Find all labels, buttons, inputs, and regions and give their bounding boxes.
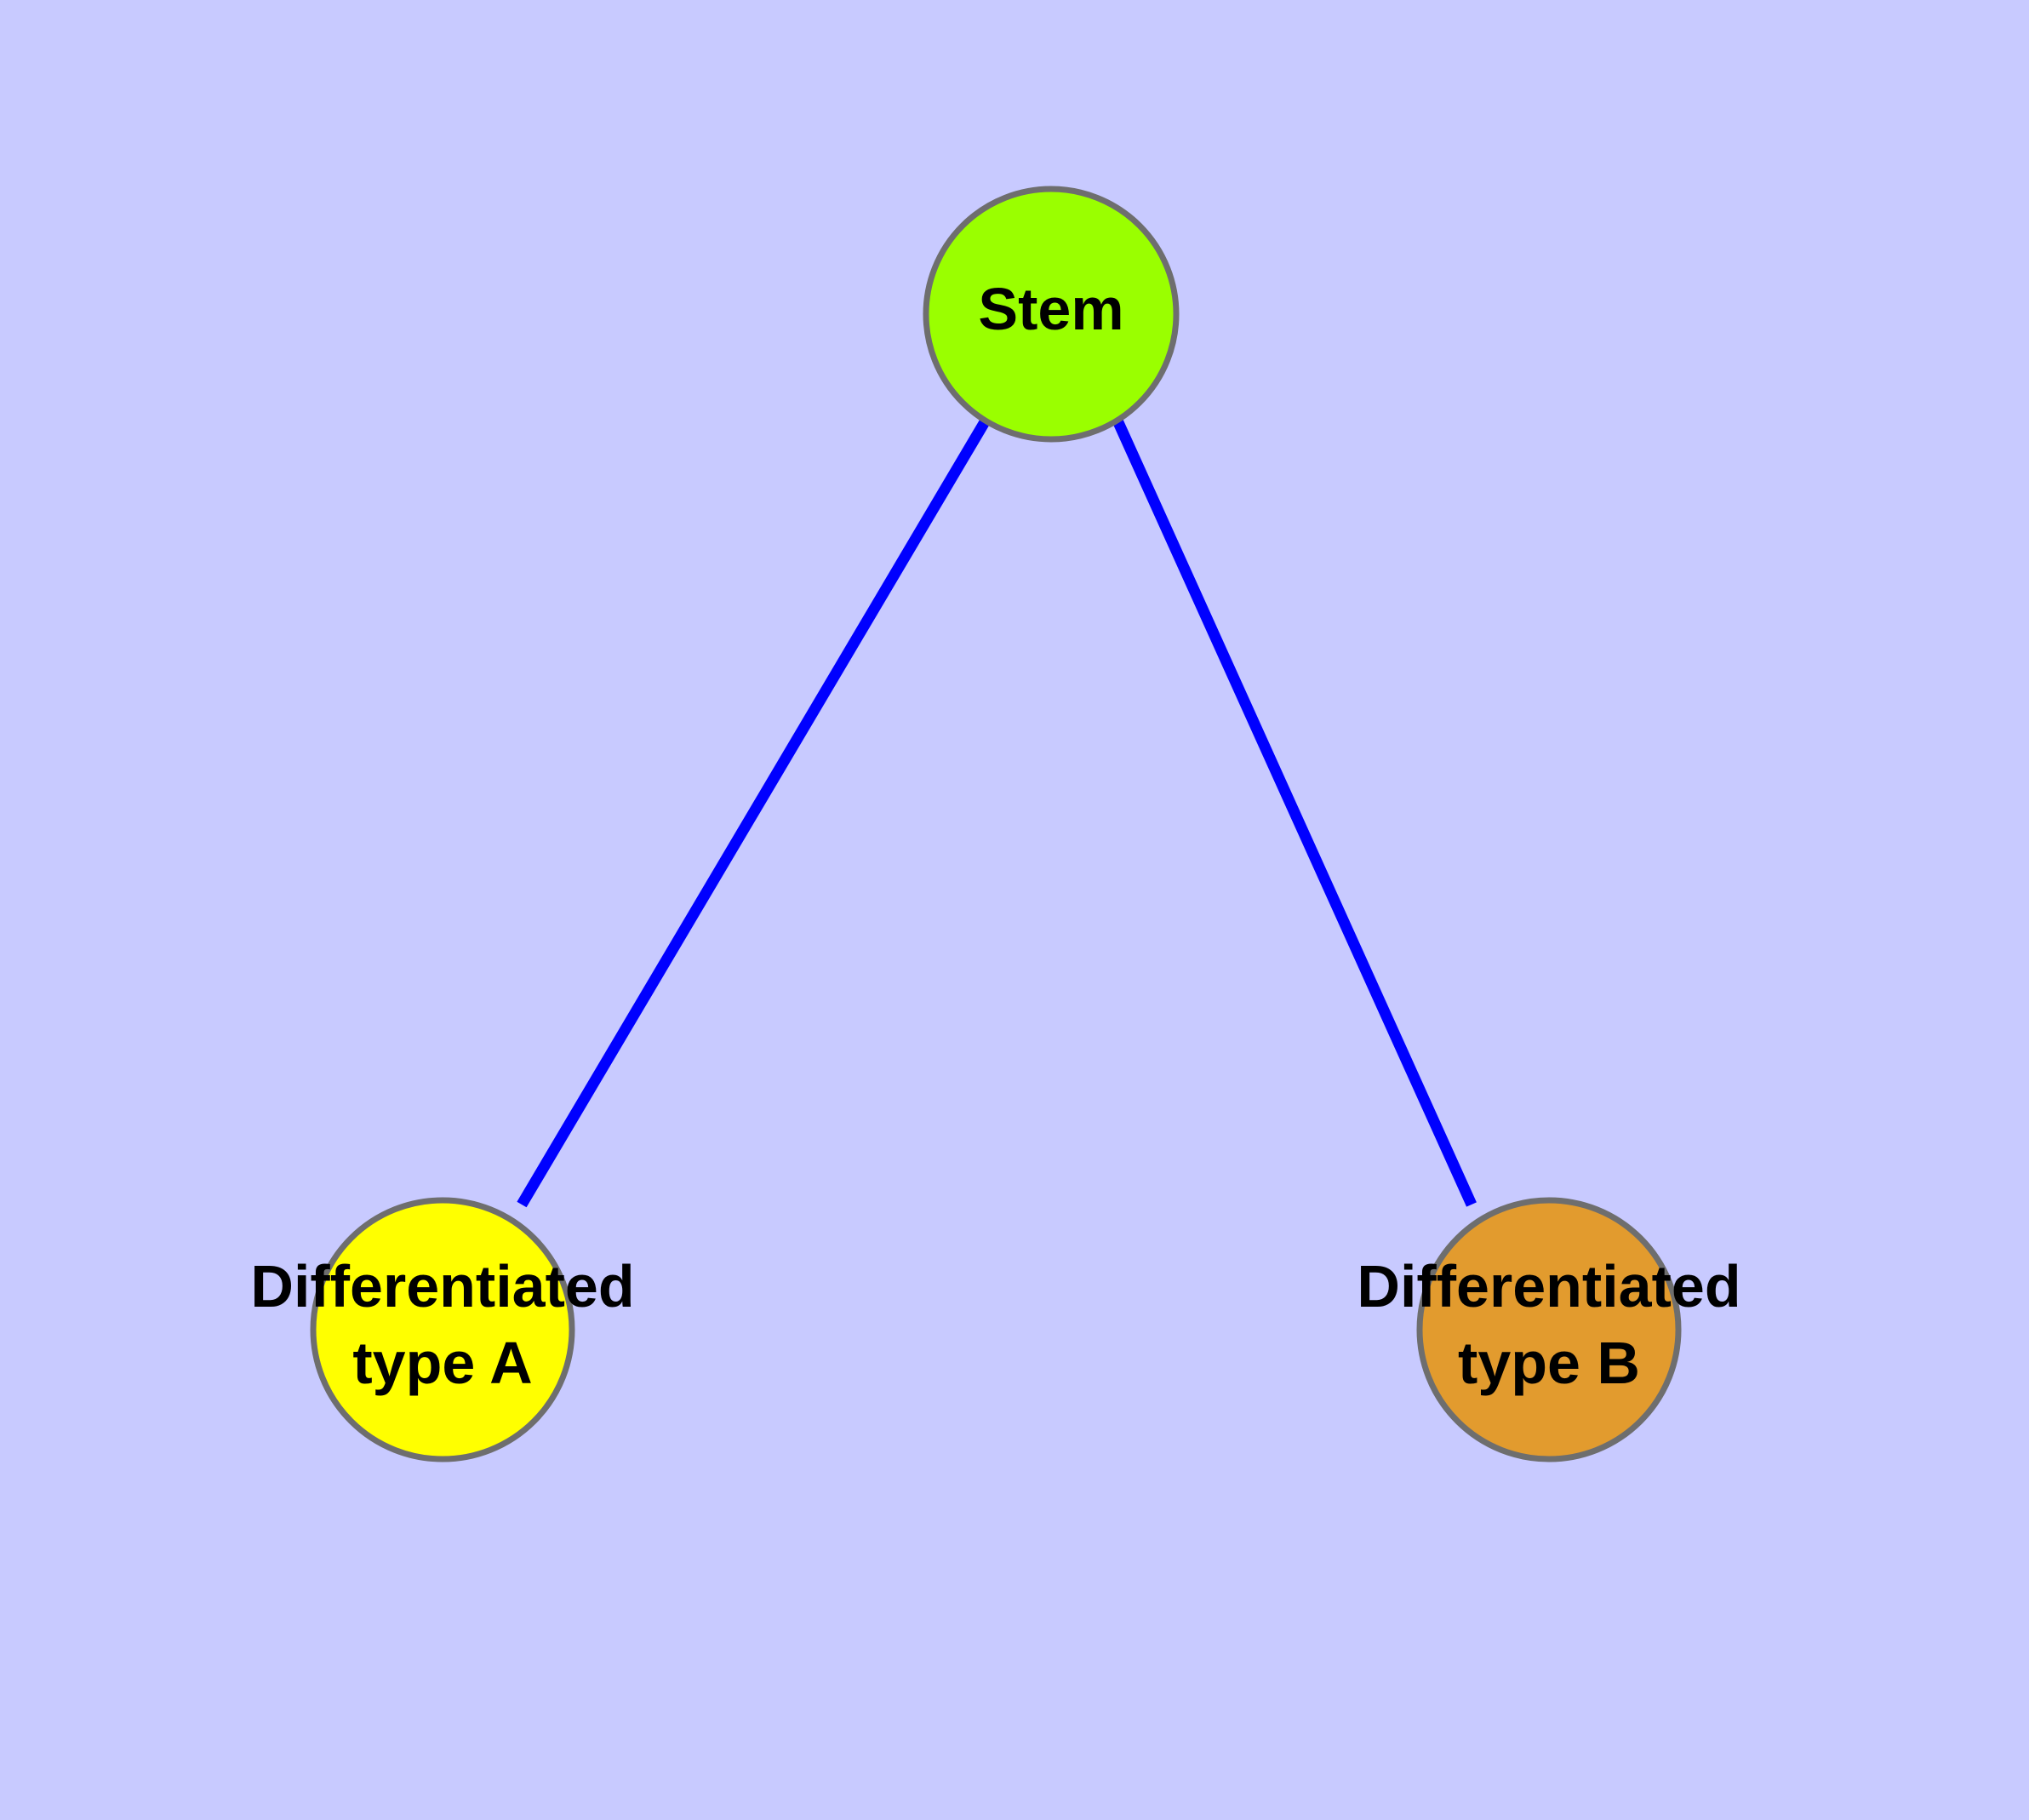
edge-stem-diff-a[interactable] bbox=[517, 417, 991, 1208]
node-label-line: type A bbox=[352, 1330, 532, 1396]
node-diff_b[interactable] bbox=[1416, 1197, 1682, 1462]
edge-stem-diff-b[interactable] bbox=[1112, 418, 1477, 1207]
node-label-line: Stem bbox=[978, 276, 1123, 342]
node-label-line: type B bbox=[1458, 1330, 1640, 1396]
node-label-line: Differentiated bbox=[1357, 1254, 1740, 1320]
node-label-diff_a: Differentiated type A bbox=[250, 1254, 634, 1397]
nodes-layer bbox=[310, 186, 1682, 1462]
node-label-line: Differentiated bbox=[250, 1254, 634, 1320]
node-label-diff_b: Differentiated type B bbox=[1357, 1254, 1740, 1397]
node-label-stem: Stem bbox=[978, 276, 1123, 342]
edges-layer bbox=[517, 417, 1477, 1208]
node-diff_a[interactable] bbox=[310, 1197, 575, 1462]
node-stem[interactable] bbox=[923, 186, 1180, 443]
